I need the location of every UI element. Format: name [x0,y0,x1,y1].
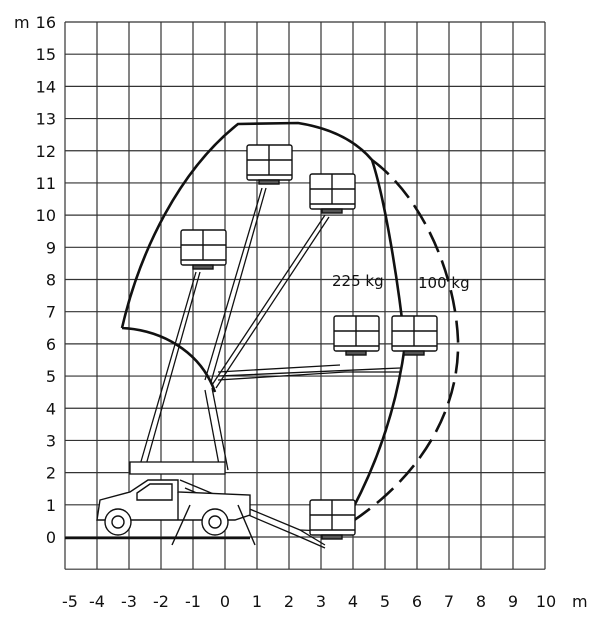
y-tick-label: 0 [46,528,56,547]
x-axis-unit: m [572,592,588,611]
y-tick-label: 13 [36,110,56,129]
x-tick-label: -1 [185,592,201,611]
x-tick-label: -5 [62,592,78,611]
platform-basket [309,499,356,540]
y-tick-label: 5 [46,367,56,386]
x-tick-label: -3 [121,592,137,611]
truck [96,479,256,546]
y-tick-label: 7 [46,303,56,322]
y-tick-label: 2 [46,464,56,483]
grid [64,21,546,570]
y-tick-label: 4 [46,399,56,418]
y-tick-label: 6 [46,335,56,354]
platform-basket [180,229,227,270]
y-tick-label: 3 [46,431,56,450]
envelope-100kg [341,158,460,530]
platform-basket [309,173,356,214]
x-tick-label: -4 [89,592,105,611]
y-axis-unit: m [14,13,30,32]
platform-baskets [180,144,438,540]
x-tick-label: 6 [412,592,422,611]
booms [129,187,401,549]
x-tick-label: 8 [476,592,486,611]
x-tick-label: 5 [380,592,390,611]
y-tick-label: 11 [36,174,56,193]
x-tick-label: 2 [284,592,294,611]
x-tick-label: 7 [444,592,454,611]
envelope-225kg-label: 225 kg [332,272,384,290]
y-tick-label: 15 [36,45,56,64]
x-axis-ticks: -5 -4 -3 -2 -1 0 1 2 3 4 5 6 7 8 9 10 [62,592,556,611]
x-tick-label: 9 [508,592,518,611]
platform-basket [333,315,380,356]
platform-basket [246,144,293,185]
x-tick-label: 10 [536,592,556,611]
y-tick-label: 9 [46,238,56,257]
x-tick-label: -2 [153,592,169,611]
y-tick-label: 10 [36,206,56,225]
x-tick-label: 1 [252,592,262,611]
x-tick-label: 4 [348,592,358,611]
y-tick-label: 8 [46,271,56,290]
y-tick-label: 14 [36,77,56,96]
y-tick-label: 1 [46,496,56,515]
y-tick-label: 16 [36,13,56,32]
y-tick-label: 12 [36,142,56,161]
envelope-100kg-label: 100 kg [418,274,470,292]
x-tick-label: 0 [220,592,230,611]
platform-basket [391,315,438,356]
x-tick-label: 3 [316,592,326,611]
